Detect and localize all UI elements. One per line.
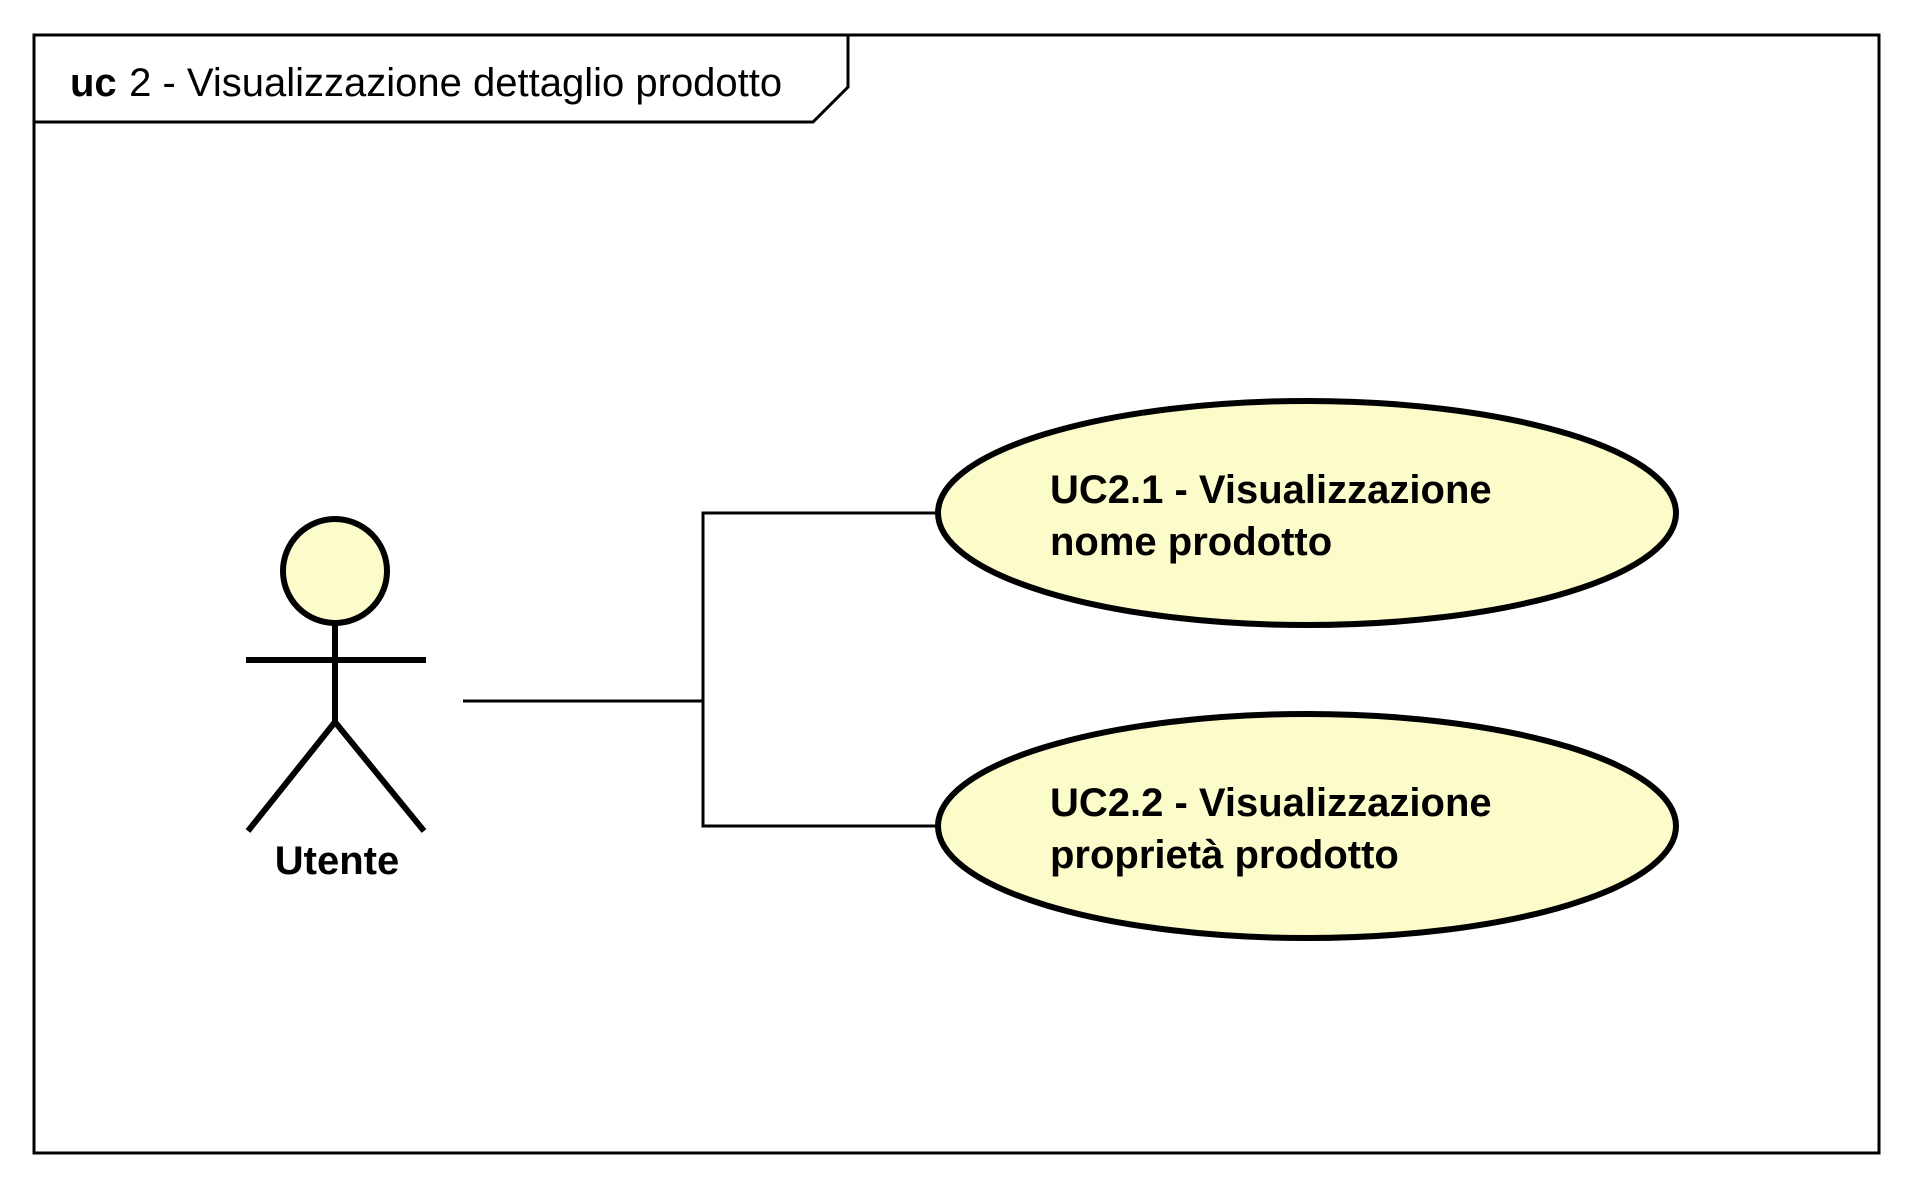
frame-title: 2 - Visualizzazione dettaglio prodotto [129,61,782,105]
actor-head [280,516,390,626]
actor-left-leg [245,720,338,833]
use-case-label-line2: nome prodotto [1050,520,1332,564]
use-case-label-line1: UC2.1 - Visualizzazione [1050,468,1492,512]
frame-keyword: uc [70,61,117,105]
actor-utente[interactable]: Utente [245,516,427,883]
use-case-label-line2: proprietà prodotto [1050,833,1399,877]
association-uc2-2 [701,701,940,828]
frame-heading-tab [34,35,850,124]
use-case-label-line1: UC2.2 - Visualizzazione [1050,781,1492,825]
association-lines [463,511,940,828]
use-case-uc2-1[interactable]: UC2.1 - Visualizzazione nome prodotto [935,398,1679,628]
frame-heading: uc 2 - Visualizzazione dettaglio prodott… [70,61,782,105]
use-case-ellipse [935,711,1679,941]
association-uc2-1 [701,511,940,701]
actor-label: Utente [275,839,399,883]
actor-right-leg [332,720,427,833]
use-case-uc2-2[interactable]: UC2.2 - Visualizzazione proprietà prodot… [935,711,1679,941]
use-case-ellipse [935,398,1679,628]
